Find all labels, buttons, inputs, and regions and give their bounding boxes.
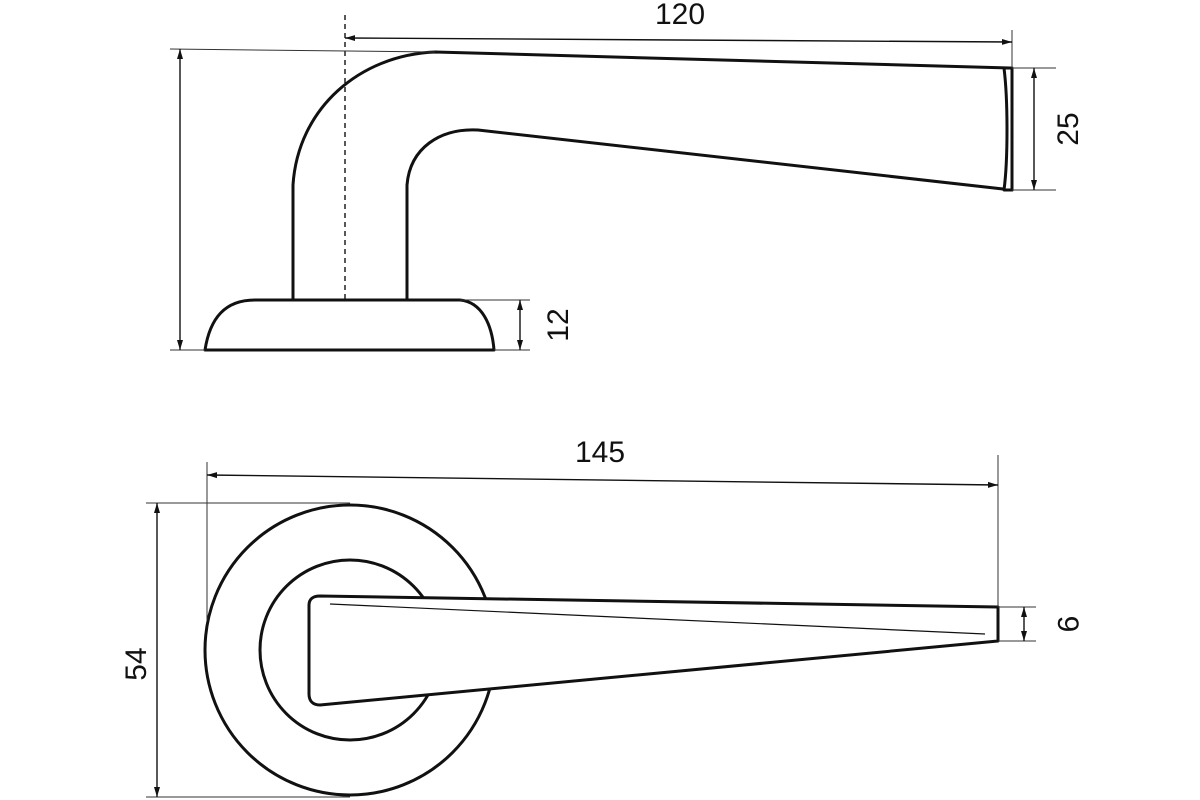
side-tip-height-label: 25 [1052,112,1085,145]
top-length-dimension-line [206,472,999,488]
side-rose [203,298,496,352]
side-lever [291,50,1014,302]
side-lever-tip [1002,66,1014,192]
side-length-dimension-line [344,35,1013,45]
side-view: 120 25 12 [169,0,1085,352]
top-lever-edge [329,603,986,635]
top-rose-diameter-label: 54 [120,647,153,680]
top-lever [307,594,1000,707]
top-tip-width-label: 9 [1051,616,1084,633]
top-length-label: 145 [575,436,625,469]
side-length-label: 120 [655,0,705,31]
side-rose-height-label: 12 [542,308,575,341]
side-height-extension-top [169,48,436,53]
top-view: 145 54 9 [120,436,1084,798]
